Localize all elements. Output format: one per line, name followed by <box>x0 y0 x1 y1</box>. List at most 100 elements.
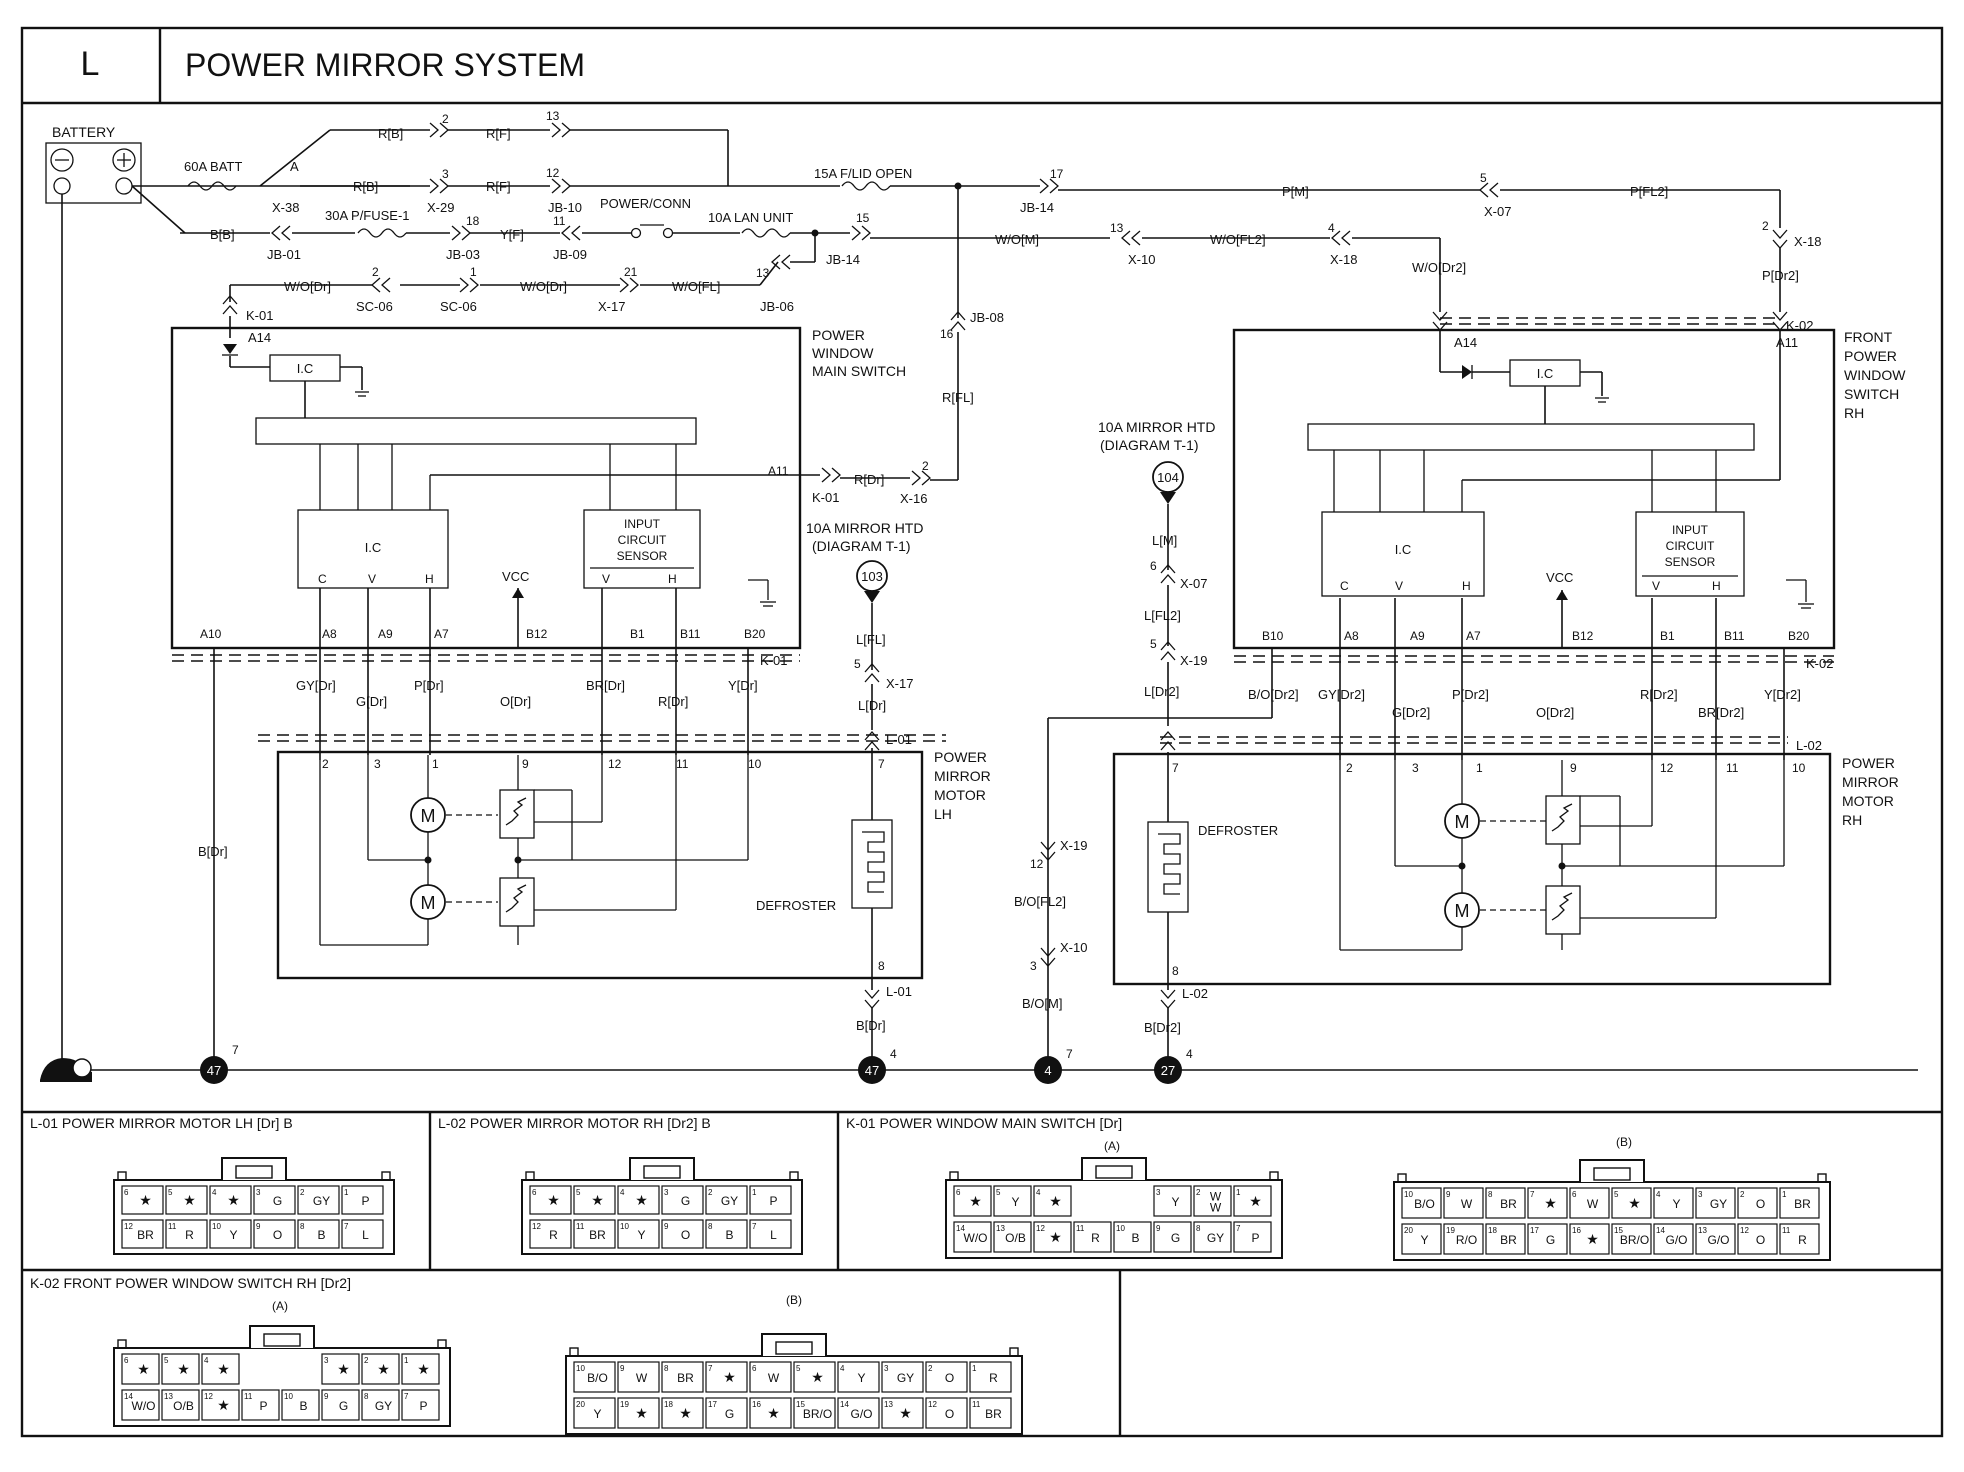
pin-wire-color: Y <box>593 1407 601 1421</box>
pin-number: 18 <box>664 1400 673 1409</box>
pin-number: 16 <box>1572 1226 1581 1235</box>
svg-text:15A F/LID OPEN: 15A F/LID OPEN <box>814 166 912 181</box>
svg-text:27: 27 <box>1161 1063 1175 1078</box>
pin-wire-color: Y <box>1011 1195 1019 1209</box>
mirror-motor-icon: M M <box>1444 803 1480 928</box>
svg-text:R[F]: R[F] <box>486 126 511 141</box>
svg-text:B/O[M]: B/O[M] <box>1022 996 1062 1011</box>
svg-text:X-17: X-17 <box>886 676 913 691</box>
pin-wire-color: O <box>681 1228 690 1242</box>
svg-text:A11: A11 <box>768 464 789 478</box>
front-power-window-switch-rh <box>1232 328 1836 650</box>
battery-label: BATTERY <box>52 124 116 140</box>
svg-text:P[Dr2]: P[Dr2] <box>1452 687 1489 702</box>
ground-point-47-center: 47 4 <box>858 1047 897 1084</box>
pin-number: 2 <box>1196 1188 1201 1197</box>
svg-text:Y[F]: Y[F] <box>500 227 524 242</box>
svg-text:11: 11 <box>553 214 566 228</box>
pin-wire-color: G <box>1546 1233 1555 1247</box>
svg-text:R[Dr]: R[Dr] <box>658 694 688 709</box>
svg-text:12: 12 <box>546 166 560 180</box>
svg-text:VCC: VCC <box>502 569 529 584</box>
svg-text:C: C <box>1340 579 1349 593</box>
svg-text:L[M]: L[M] <box>1152 533 1177 548</box>
svg-text:SENSOR: SENSOR <box>617 549 668 563</box>
svg-text:K-01: K-01 <box>246 308 273 323</box>
pin-number: 3 <box>1698 1190 1703 1199</box>
pin-number: 6 <box>1572 1190 1577 1199</box>
svg-text:11: 11 <box>1726 761 1739 775</box>
svg-text:A9: A9 <box>1410 629 1425 643</box>
svg-text:R[Dr]: R[Dr] <box>854 472 884 487</box>
svg-text:K-01: K-01 <box>812 490 839 505</box>
svg-text:BR[Dr2]: BR[Dr2] <box>1698 705 1744 720</box>
section-letter: L <box>81 45 100 83</box>
svg-text:X-07: X-07 <box>1180 576 1207 591</box>
svg-text:10A MIRROR HTD: 10A MIRROR HTD <box>1098 419 1215 435</box>
svg-text:G[Dr2]: G[Dr2] <box>1392 705 1430 720</box>
svg-text:47: 47 <box>207 1063 221 1078</box>
svg-text:B[Dr]: B[Dr] <box>856 1018 886 1033</box>
ground-point-4: 4 7 <box>1034 1047 1073 1084</box>
svg-text:MIRROR: MIRROR <box>1842 774 1899 790</box>
pin-wire-color: ★ <box>377 1361 390 1377</box>
svg-text:B12: B12 <box>1572 629 1594 643</box>
svg-text:18: 18 <box>466 214 480 228</box>
pin-number: 4 <box>840 1364 845 1373</box>
pin-number: 12 <box>1740 1226 1749 1235</box>
svg-text:A11: A11 <box>1776 335 1798 350</box>
svg-text:(DIAGRAM T-1): (DIAGRAM T-1) <box>812 538 911 554</box>
connector-face-k01-b: 10B/O9W8BR7★6W5★4Y3GY2O1BR20Y19R/O18BR17… <box>1393 1159 1831 1261</box>
svg-text:60A BATT: 60A BATT <box>184 159 242 174</box>
svg-text:P[Dr]: P[Dr] <box>414 678 444 693</box>
pin-wire-color: R <box>989 1371 998 1385</box>
svg-text:P[Dr2]: P[Dr2] <box>1762 268 1799 283</box>
pin-number: 17 <box>1530 1226 1539 1235</box>
svg-text:12: 12 <box>1030 857 1044 871</box>
svg-text:W/O[M]: W/O[M] <box>995 232 1039 247</box>
svg-text:DEFROSTER: DEFROSTER <box>1198 823 1278 838</box>
pin-wire-color: ★ <box>591 1192 604 1208</box>
pin-wire-color: ★ <box>217 1397 230 1413</box>
svg-text:R[F]: R[F] <box>486 179 511 194</box>
pin-number: 11 <box>1782 1226 1791 1235</box>
svg-text:K-02: K-02 <box>1786 318 1813 333</box>
svg-text:WINDOW: WINDOW <box>812 345 874 361</box>
pin-number: 7 <box>404 1392 409 1401</box>
pin-wire-color: W/O <box>964 1231 988 1245</box>
svg-text:13: 13 <box>756 266 770 280</box>
svg-text:A8: A8 <box>1344 629 1359 643</box>
pin-wire-color: O <box>1756 1233 1765 1247</box>
svg-text:2: 2 <box>442 112 449 126</box>
pin-wire-color: ★ <box>1249 1193 1262 1209</box>
svg-text:B[Dr]: B[Dr] <box>198 844 228 859</box>
svg-text:A14: A14 <box>1454 335 1477 350</box>
pin-wire-color: B <box>725 1228 733 1242</box>
svg-text:X-10: X-10 <box>1128 252 1155 267</box>
pin-number: 3 <box>324 1356 329 1365</box>
svg-text:CIRCUIT: CIRCUIT <box>618 533 667 547</box>
svg-text:4: 4 <box>1186 1047 1193 1061</box>
svg-text:JB-08: JB-08 <box>970 310 1004 325</box>
pin-wire-color: GY <box>313 1194 330 1208</box>
pin-wire-color: R <box>185 1228 194 1242</box>
svg-text:JB-10: JB-10 <box>548 200 582 215</box>
pin-number: 1 <box>344 1188 349 1197</box>
pin-number: 3 <box>1156 1188 1161 1197</box>
svg-text:V: V <box>602 572 610 586</box>
pin-number: 6 <box>124 1188 129 1197</box>
connector-face-k02-b: 10B/O9W8BR7★6W5★4Y3GY2O1R20Y19★18★17G16★… <box>565 1333 1023 1435</box>
svg-text:V: V <box>1652 579 1660 593</box>
pin-wire-color: G <box>339 1399 348 1413</box>
pin-wire-color: ★ <box>1544 1195 1557 1211</box>
pin-number: 4 <box>204 1356 209 1365</box>
svg-text:X-19: X-19 <box>1060 838 1087 853</box>
svg-text:M: M <box>421 806 436 826</box>
pin-number: 10 <box>576 1364 585 1373</box>
svg-text:2: 2 <box>1762 219 1769 233</box>
svg-text:7: 7 <box>232 1043 239 1057</box>
pin-number: 7 <box>1236 1224 1241 1233</box>
svg-text:(DIAGRAM T-1): (DIAGRAM T-1) <box>1100 437 1199 453</box>
